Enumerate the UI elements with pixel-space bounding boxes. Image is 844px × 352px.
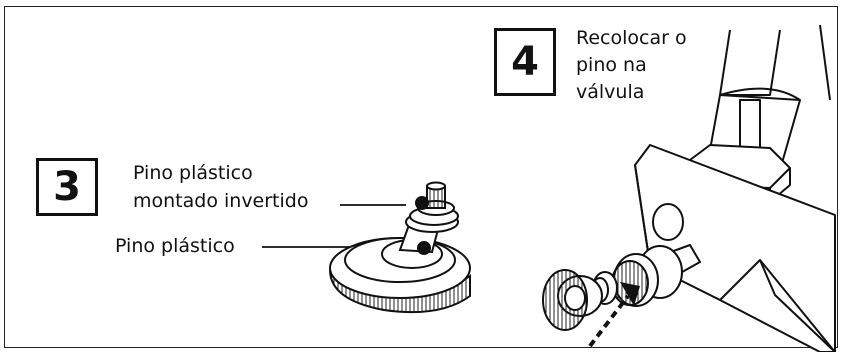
figure-frame: [4, 6, 838, 348]
label-inverted-pin-line1: Pino plástico: [133, 162, 253, 184]
step-4-valve-assembly: [542, 24, 836, 352]
insertion-arrow: [588, 282, 640, 348]
caption-step-4-line2: pino na: [576, 54, 647, 76]
plastic-pin-dot: [417, 241, 431, 255]
step-4-number: 4: [494, 28, 556, 96]
step-3-knob-assembly: [262, 181, 471, 314]
label-plastic-pin: Pino plástico: [115, 235, 235, 257]
caption-step-4-line3: válvula: [576, 81, 645, 103]
label-inverted-pin-line2: montado invertido: [133, 190, 309, 212]
caption-step-4-line1: Recolocar o: [576, 27, 687, 49]
step-3-number-text: 3: [53, 164, 81, 210]
step-3-number: 3: [36, 158, 98, 216]
step-4-number-text: 4: [511, 39, 539, 85]
inverted-pin-dot: [415, 196, 429, 210]
